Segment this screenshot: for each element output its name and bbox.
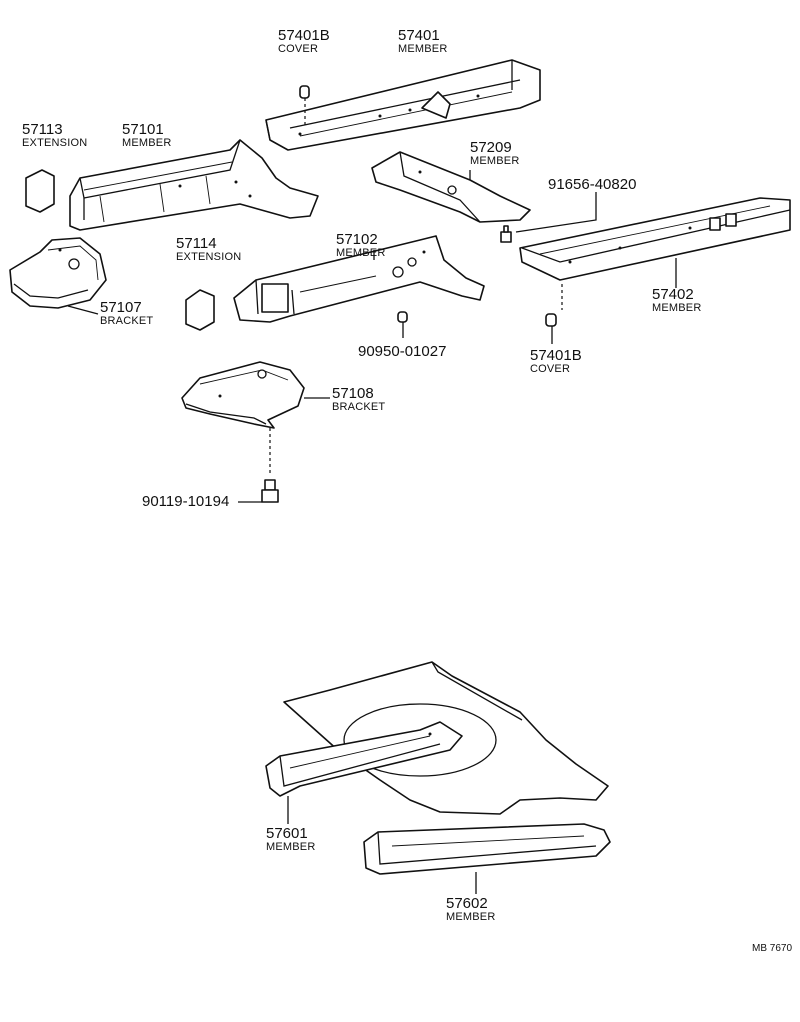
part-number: 57401B [530, 347, 582, 364]
part-57108-bracket [181, 361, 305, 429]
part-number: 90950-01027 [358, 343, 447, 360]
part-number: 57209 [470, 139, 512, 156]
part-number: 57601 [266, 825, 308, 842]
part-57209-member [371, 151, 531, 223]
part-name: MEMBER [266, 841, 316, 853]
part-name: MEMBER [398, 43, 448, 55]
label-90119-10194: 90119-10194 [142, 494, 229, 509]
part-name: EXTENSION [176, 251, 242, 263]
part-57401b-cover-right [545, 313, 557, 327]
label-57402: 57402 MEMBER [652, 287, 701, 314]
part-57101-member [69, 139, 319, 231]
part-57114-extension [185, 289, 215, 331]
part-name: BRACKET [100, 315, 154, 327]
part-number: 57602 [446, 895, 488, 912]
part-57107-bracket [9, 237, 107, 309]
label-57113: 57113 EXTENSION [22, 122, 87, 149]
part-name: MEMBER [122, 137, 172, 149]
part-number: 57401B [278, 27, 330, 44]
part-57113-extension [25, 169, 55, 213]
part-name: COVER [278, 43, 319, 55]
part-name: MEMBER [336, 247, 386, 259]
part-name: EXTENSION [22, 137, 88, 149]
part-name: COVER [530, 363, 571, 375]
part-57402-member [519, 197, 791, 281]
part-number: 57101 [122, 121, 164, 138]
label-91656-40820: 91656-40820 [548, 177, 636, 192]
label-90950-01027: 90950-01027 [358, 344, 446, 359]
label-57101: 57101 MEMBER [122, 122, 171, 149]
part-57401-member [265, 59, 541, 151]
part-57102-member [233, 235, 485, 323]
label-57102: 57102 MEMBER [336, 232, 385, 259]
label-57401b-top: 57401B COVER [278, 28, 330, 55]
part-name: MEMBER [652, 302, 702, 314]
part-number: 90119-10194 [142, 493, 230, 510]
label-57602: 57602 MEMBER [446, 896, 495, 923]
part-number: 57401 [398, 27, 440, 44]
part-57602-member [363, 823, 611, 875]
part-57401b-cover-top [299, 85, 310, 99]
label-57108: 57108 BRACKET [332, 386, 385, 413]
label-57401b-right: 57401B COVER [530, 348, 582, 375]
part-number: 57108 [332, 385, 374, 402]
part-name: MEMBER [470, 155, 520, 167]
leader-91656-40820 [515, 192, 597, 233]
label-57209: 57209 MEMBER [470, 140, 519, 167]
diagram-code: MB 7670 [752, 943, 793, 954]
part-57601-member [265, 721, 463, 797]
part-name: BRACKET [332, 401, 386, 413]
label-57601: 57601 MEMBER [266, 826, 315, 853]
part-name: MEMBER [446, 911, 496, 923]
label-57401: 57401 MEMBER [398, 28, 447, 55]
part-number: 57402 [652, 286, 694, 303]
part-91656-40820-bolt [500, 225, 512, 243]
part-number: 57102 [336, 231, 378, 248]
part-90119-10194-bolt [261, 479, 279, 503]
part-number: 57107 [100, 299, 142, 316]
label-57107: 57107 BRACKET [100, 300, 153, 327]
part-number: 57113 [22, 121, 63, 138]
label-57114: 57114 EXTENSION [176, 236, 241, 263]
part-number: 57114 [176, 235, 217, 252]
part-90950-01027 [397, 311, 408, 323]
part-number: 91656-40820 [548, 176, 637, 193]
leader-57107 [67, 305, 99, 315]
